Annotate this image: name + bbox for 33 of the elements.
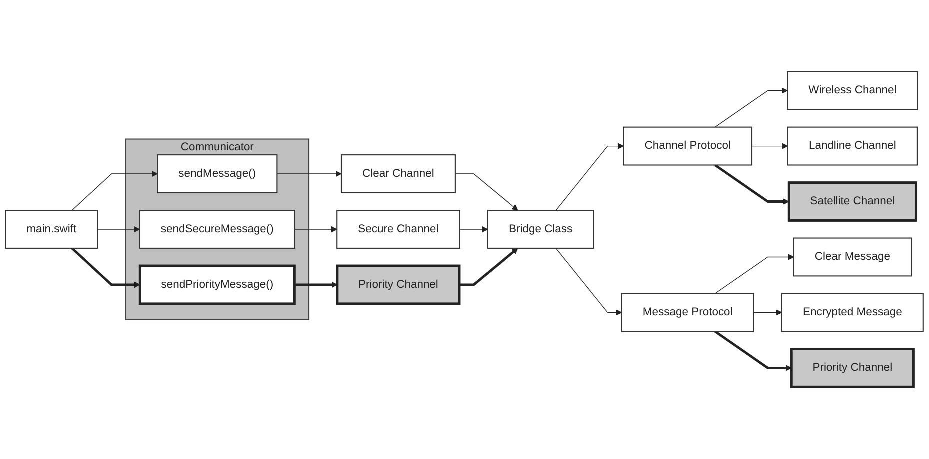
node-box: Encrypted Message <box>781 293 924 332</box>
arrow <box>556 248 622 316</box>
arrow <box>71 248 140 288</box>
arrow <box>294 226 338 233</box>
node-box: Message Protocol <box>621 293 754 332</box>
arrow <box>455 174 518 211</box>
arrow <box>714 254 794 294</box>
node-box: Clear Channel <box>340 154 456 194</box>
node-box: Satellite Channel <box>788 182 918 222</box>
node-box: Landline Channel <box>787 126 918 166</box>
node-box: Bridge Class <box>487 210 594 249</box>
arrow <box>714 88 788 128</box>
node-box: sendSecureMessage() <box>139 210 296 249</box>
arrow <box>752 143 788 150</box>
arrow <box>459 226 488 233</box>
node-box: Clear Message <box>793 238 912 277</box>
arrow <box>276 170 342 178</box>
arrow <box>714 330 792 372</box>
arrow <box>97 226 140 233</box>
arrow <box>754 310 782 316</box>
node-box: Priority Channel <box>336 264 461 306</box>
node-box: Channel Protocol <box>623 126 753 166</box>
arrow <box>714 164 790 205</box>
node-box: sendMessage() <box>157 154 278 194</box>
node-box: sendPriorityMessage() <box>138 264 296 306</box>
arrow <box>460 248 518 286</box>
arrow <box>72 170 158 211</box>
arrow <box>556 143 624 211</box>
node-box: Priority Channel <box>790 348 915 388</box>
node-box: main.swift <box>5 210 98 249</box>
node-box: Secure Channel <box>336 210 460 249</box>
arrow <box>294 282 338 288</box>
node-box: Wireless Channel <box>787 71 918 110</box>
